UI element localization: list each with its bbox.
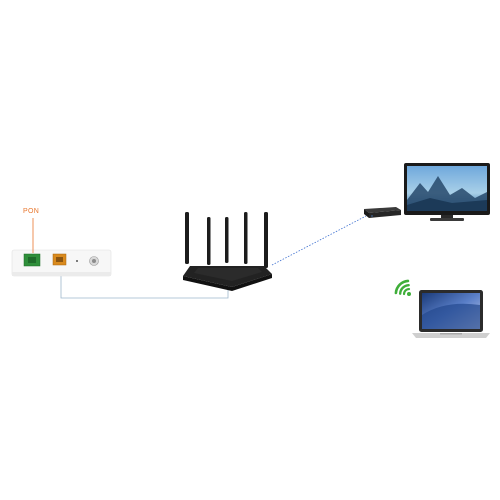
- ont-router-cable: [60, 276, 229, 299]
- router-stb-link: [271, 215, 367, 266]
- tv-icon: [404, 163, 490, 221]
- set-top-box-icon: [364, 207, 401, 218]
- router-icon: [183, 212, 272, 291]
- pon-label: PON: [23, 208, 40, 215]
- ont-device: [11, 218, 112, 277]
- reset-pinhole: [76, 260, 78, 262]
- laptop-icon: [412, 290, 490, 338]
- wifi-icon: [394, 279, 411, 296]
